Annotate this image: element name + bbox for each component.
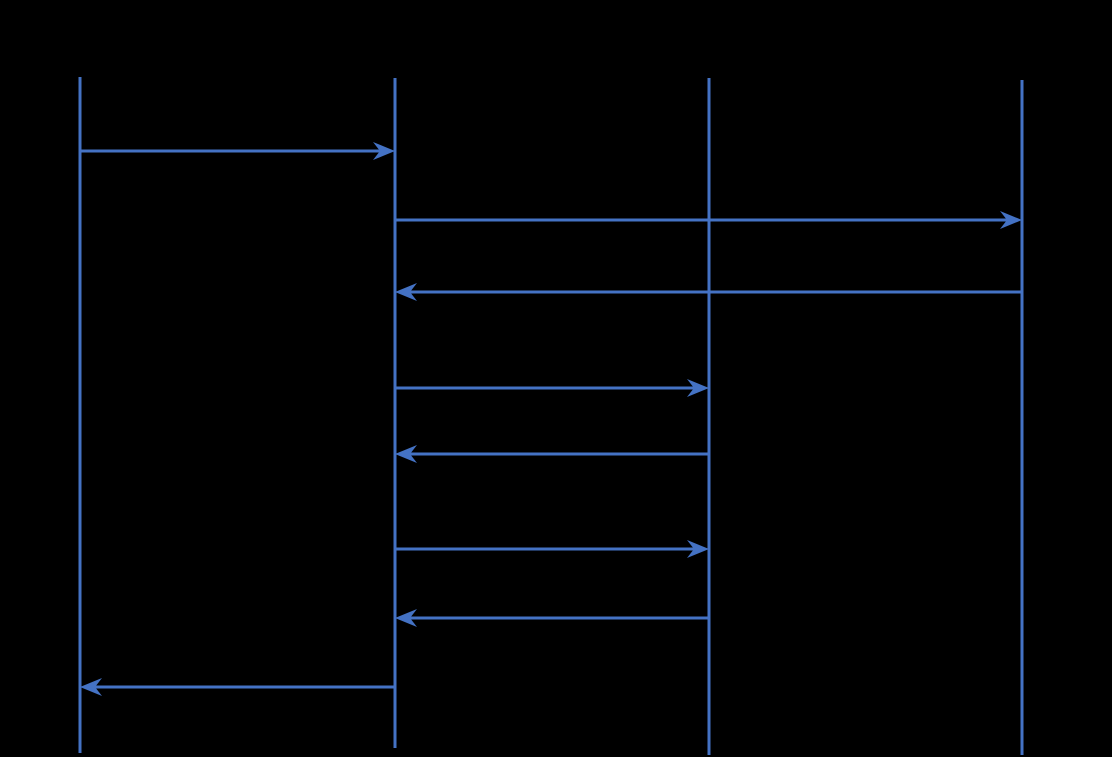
message-7-arrowhead-icon [395,609,417,627]
message-2-arrowhead-icon [1000,211,1022,229]
message-1-arrowhead-icon [373,142,395,160]
message-6-arrowhead-icon [687,540,709,558]
message-5-arrowhead-icon [395,445,417,463]
message-8-arrowhead-icon [80,678,102,696]
message-4-arrowhead-icon [687,379,709,397]
message-3-arrowhead-icon [395,283,417,301]
